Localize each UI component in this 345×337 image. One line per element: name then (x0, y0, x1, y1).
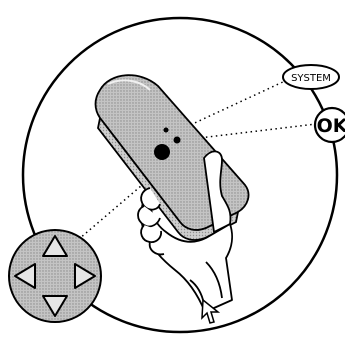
system-button-callout: SYSTEM (283, 65, 339, 89)
system-label: SYSTEM (291, 73, 331, 84)
ok-button-callout: OK (315, 108, 345, 142)
ok-label: OK (317, 115, 345, 137)
directional-pad-icon (9, 230, 101, 322)
